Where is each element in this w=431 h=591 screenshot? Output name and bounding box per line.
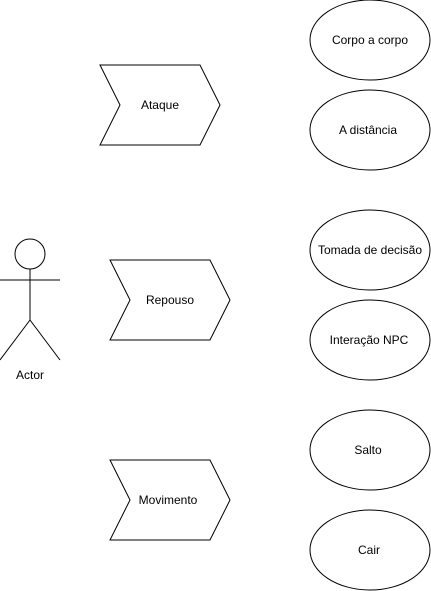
- step-movimento[interactable]: Movimento: [109, 459, 231, 541]
- use-case-label: Corpo a corpo: [332, 33, 408, 47]
- actor-head: [14, 238, 46, 270]
- use-case-interacao-npc[interactable]: Interação NPC: [309, 299, 431, 381]
- actor-label: Actor: [16, 368, 44, 382]
- use-case-corpo-a-corpo[interactable]: Corpo a corpo: [309, 0, 431, 81]
- use-case-ellipse: [309, 209, 431, 291]
- step-label: Ataque: [141, 98, 179, 112]
- use-case-ellipse: [309, 0, 431, 81]
- use-case-ellipse: [309, 299, 431, 381]
- use-case-label: A distância: [339, 123, 397, 137]
- use-case-label: Interação NPC: [330, 333, 409, 347]
- use-case-ellipse: [309, 509, 431, 591]
- use-case-label: Tomada de decisão: [318, 243, 422, 257]
- use-case-ellipse: [309, 409, 431, 491]
- use-case-a-distancia[interactable]: A distância: [309, 89, 431, 171]
- step-repouso[interactable]: Repouso: [109, 259, 231, 341]
- use-case-ellipse: [309, 89, 431, 171]
- step-shape: [99, 64, 221, 146]
- step-shape: [109, 459, 231, 541]
- step-label: Repouso: [146, 293, 194, 307]
- use-case-label: Salto: [354, 443, 382, 457]
- step-ataque[interactable]: Ataque: [99, 64, 221, 146]
- use-case-label: Cair: [358, 543, 380, 557]
- actor-left-leg: [0, 319, 31, 361]
- step-shape: [109, 259, 231, 341]
- use-case-cair[interactable]: Cair: [309, 509, 431, 591]
- actor[interactable]: Actor: [0, 238, 61, 382]
- use-case-salto[interactable]: Salto: [309, 409, 431, 491]
- actor-right-leg: [29, 319, 61, 361]
- use-case-tomada-de-decisao[interactable]: Tomada de decisão: [309, 209, 431, 291]
- step-label: Movimento: [139, 493, 198, 507]
